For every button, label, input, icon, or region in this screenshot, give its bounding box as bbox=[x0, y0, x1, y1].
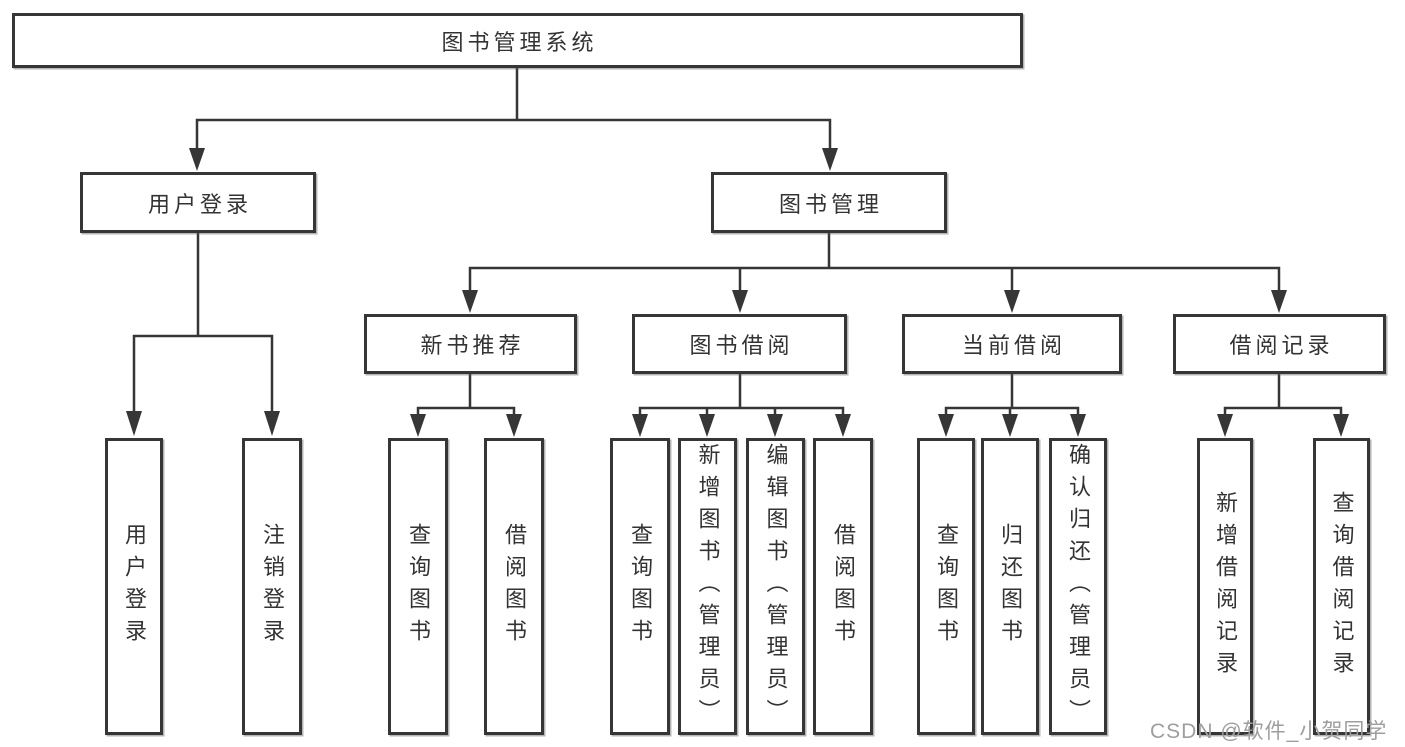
node-borrowing-records: 借阅记录 bbox=[1173, 314, 1386, 374]
leaf-query-books-borrow: 查询图书 bbox=[610, 438, 670, 735]
leaf-add-borrow-record: 新增借阅记录 bbox=[1197, 438, 1253, 735]
leaf-query-books-current: 查询图书 bbox=[917, 438, 975, 735]
node-book-borrowing: 图书借阅 bbox=[632, 314, 847, 374]
leaf-logout: 注销登录 bbox=[242, 438, 302, 735]
node-book-management: 图书管理 bbox=[711, 172, 947, 233]
leaf-borrow-books: 借阅图书 bbox=[813, 438, 873, 735]
leaf-edit-books-admin: 编辑图书（管理员） bbox=[746, 438, 805, 735]
csdn-watermark: CSDN @软件_小贺同学 bbox=[1150, 720, 1388, 743]
node-library-management-system: 图书管理系统 bbox=[12, 13, 1023, 68]
node-user-login: 用户登录 bbox=[80, 172, 316, 233]
leaf-query-borrow-record: 查询借阅记录 bbox=[1313, 438, 1370, 735]
leaf-add-books-admin: 新增图书（管理员） bbox=[678, 438, 737, 735]
leaf-confirm-return-admin: 确认归还（管理员） bbox=[1049, 438, 1107, 735]
leaf-user-login: 用户登录 bbox=[105, 438, 163, 735]
node-new-book-recommendation: 新书推荐 bbox=[364, 314, 577, 374]
node-current-borrowing: 当前借阅 bbox=[902, 314, 1122, 374]
leaf-query-books-recommend: 查询图书 bbox=[388, 438, 448, 735]
leaf-return-books: 归还图书 bbox=[981, 438, 1039, 735]
leaf-borrow-books-recommend: 借阅图书 bbox=[484, 438, 544, 735]
